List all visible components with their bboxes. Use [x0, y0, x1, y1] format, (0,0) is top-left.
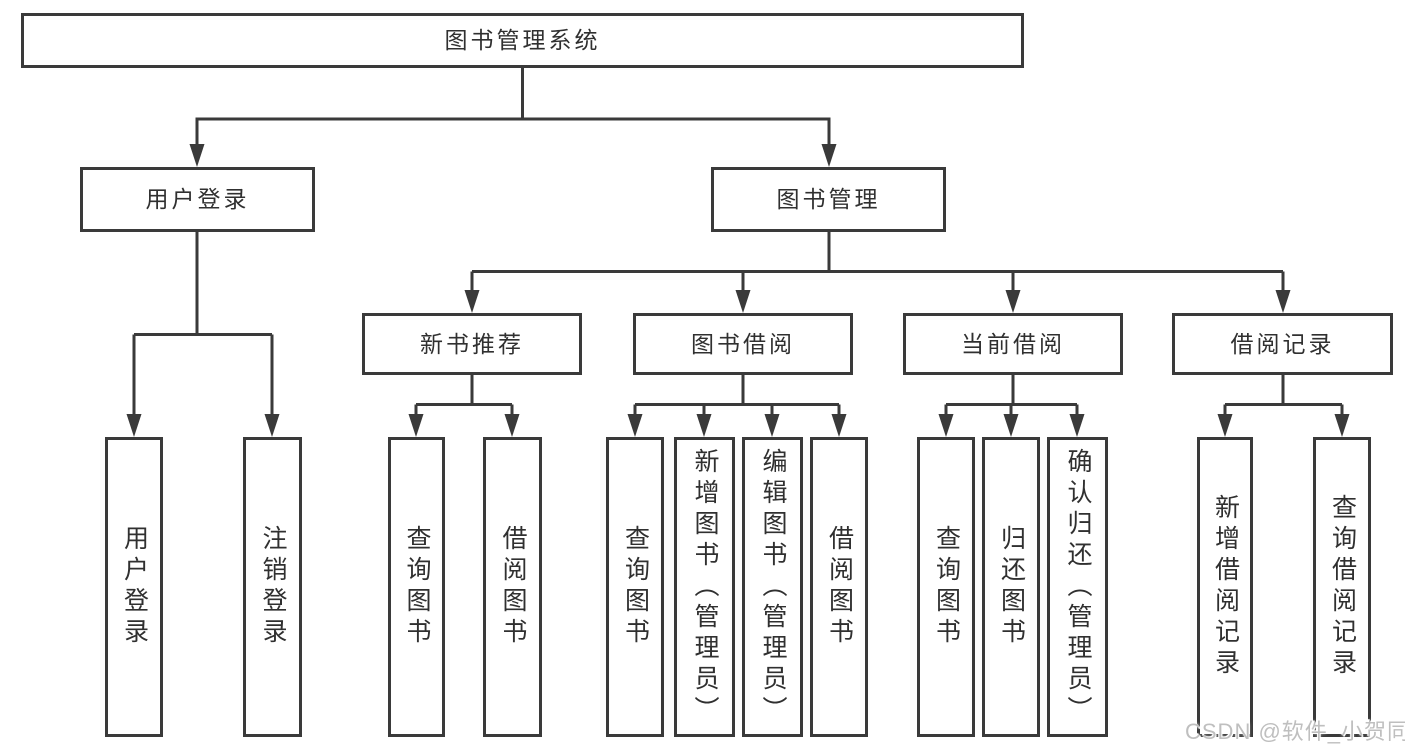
node-label: 新书推荐: [420, 330, 524, 357]
leaf-add-borrow-record: 新增借阅记录: [1197, 437, 1253, 737]
node-label: 确认归还（管理员）: [1064, 447, 1092, 727]
arrowhead: [1069, 414, 1085, 437]
arrowhead: [464, 290, 480, 313]
node-label: 借阅记录: [1230, 330, 1335, 357]
leaf-add-book-admin: 新增图书（管理员）: [674, 437, 735, 737]
node-label: 图书借阅: [691, 330, 795, 357]
arrowhead: [264, 414, 280, 437]
leaf-return-books: 归还图书: [982, 437, 1040, 737]
node-label: 编辑图书（管理员）: [759, 447, 787, 727]
leaf-logout-login: 注销登录: [243, 437, 302, 737]
node-label: 图书管理: [776, 186, 881, 212]
node-library-management-system: 图书管理系统: [21, 13, 1024, 68]
watermark: CSDN @软件_小贺同学: [1185, 719, 1405, 744]
arrowhead: [1334, 414, 1350, 437]
arrowhead: [1275, 290, 1291, 313]
node-label: 查询图书: [403, 525, 431, 649]
node-label: 用户登录: [120, 525, 149, 649]
arrowhead: [1005, 290, 1021, 313]
arrowhead: [504, 414, 520, 437]
node-label: 图书管理系统: [444, 27, 601, 53]
node-label: 查询图书: [932, 525, 961, 649]
arrowhead: [764, 414, 780, 437]
node-book-borrowing: 图书借阅: [633, 313, 853, 375]
arrowhead: [1003, 414, 1019, 437]
node-current-borrowing: 当前借阅: [903, 313, 1123, 375]
arrowhead: [821, 144, 837, 167]
arrowhead: [126, 414, 142, 437]
node-new-book-recommendation: 新书推荐: [362, 313, 582, 375]
node-label: 新增借阅记录: [1211, 494, 1240, 680]
arrowhead: [1217, 414, 1233, 437]
leaf-query-borrow-record: 查询借阅记录: [1313, 437, 1371, 737]
node-book-management: 图书管理: [711, 167, 946, 232]
node-label: 查询借阅记录: [1328, 494, 1357, 680]
leaf-user-login: 用户登录: [105, 437, 163, 737]
node-label: 借阅图书: [825, 525, 854, 649]
arrowhead: [938, 414, 954, 437]
leaf-query-books-borrowing: 查询图书: [606, 437, 664, 737]
leaf-query-books-current: 查询图书: [917, 437, 975, 737]
leaf-borrow-books-recommend: 借阅图书: [483, 437, 542, 737]
node-label: 查询图书: [621, 525, 650, 649]
node-label: 借阅图书: [499, 525, 527, 649]
node-label: 归还图书: [997, 525, 1026, 649]
node-label: 注销登录: [259, 525, 287, 649]
node-label: 新增图书（管理员）: [691, 447, 719, 727]
node-borrowing-records: 借阅记录: [1172, 313, 1393, 375]
node-label: 当前借阅: [961, 330, 1065, 357]
leaf-query-books-recommend: 查询图书: [388, 437, 445, 737]
arrowhead: [696, 414, 712, 437]
arrowhead: [831, 414, 847, 437]
arrowhead: [627, 414, 643, 437]
node-label: 用户登录: [145, 186, 250, 212]
arrowhead: [735, 290, 751, 313]
node-user-login: 用户登录: [80, 167, 315, 232]
leaf-borrow-books-borrowing: 借阅图书: [810, 437, 868, 737]
arrowhead: [408, 414, 424, 437]
arrowhead: [189, 144, 205, 167]
leaf-edit-book-admin: 编辑图书（管理员）: [742, 437, 803, 737]
leaf-confirm-return-admin: 确认归还（管理员）: [1047, 437, 1108, 737]
